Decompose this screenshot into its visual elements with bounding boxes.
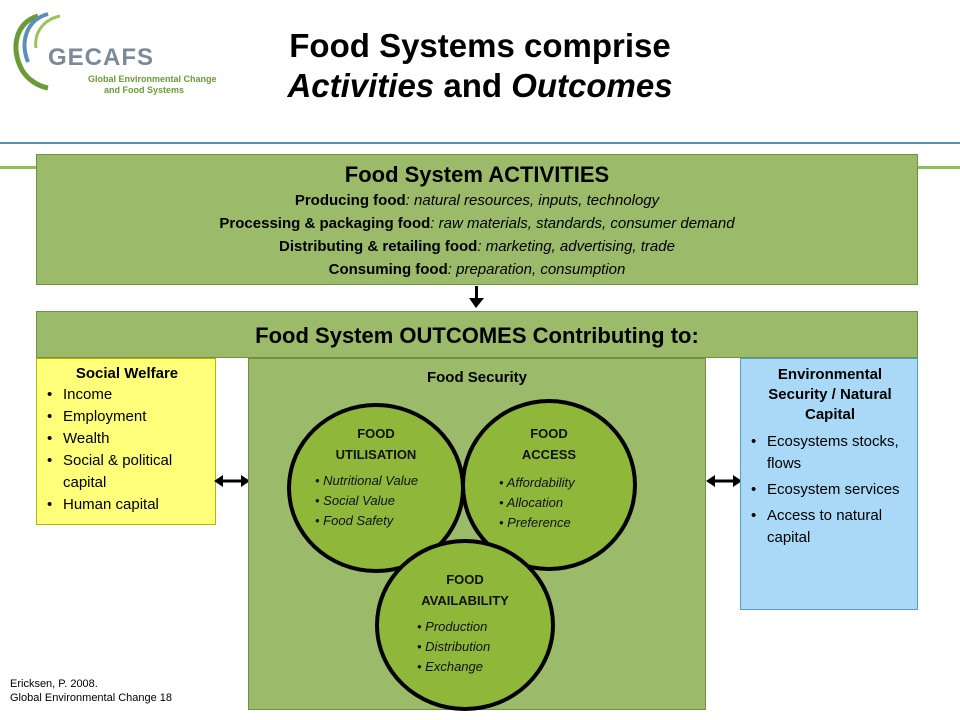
activity-line: Producing food: natural resources, input… bbox=[37, 189, 917, 212]
list-item: • Allocation bbox=[499, 495, 564, 510]
food-access-circle: FOOD ACCESS • Affordability • Allocation… bbox=[461, 399, 637, 571]
list-item: Ecosystems stocks, flows bbox=[749, 431, 911, 475]
food-security-box: Food Security FOOD UTILISATION • Nutriti… bbox=[248, 358, 706, 711]
environmental-title: Environmental Security / Natural Capital bbox=[768, 366, 892, 423]
food-availability-circle: FOOD AVAILABILITY • Production • Distrib… bbox=[375, 539, 555, 711]
list-item: • Exchange bbox=[417, 659, 483, 674]
outcomes-header: Food System OUTCOMES Contributing to: bbox=[36, 311, 918, 358]
logo-subtitle-1: Global Environmental Change bbox=[88, 74, 217, 84]
list-item: • Nutritional Value bbox=[315, 473, 419, 488]
title-and: and bbox=[434, 67, 512, 104]
down-arrow-icon bbox=[469, 298, 484, 308]
logo-swirl-icon bbox=[13, 12, 61, 91]
double-arrow-left-icon bbox=[214, 475, 250, 487]
list-item: • Preference bbox=[499, 515, 571, 530]
access-title-1: FOOD bbox=[530, 426, 568, 441]
down-arrow-shaft bbox=[475, 286, 478, 300]
title-line-2: Activities and Outcomes bbox=[230, 66, 730, 106]
list-item: Social & political capital bbox=[45, 450, 209, 494]
activity-name: Processing & packaging food bbox=[219, 215, 431, 232]
activity-line: Processing & packaging food: raw materia… bbox=[37, 212, 917, 235]
activities-box: Food System ACTIVITIES Producing food: n… bbox=[36, 154, 918, 285]
title-outcomes: Outcomes bbox=[511, 67, 673, 104]
utilisation-title: FOOD UTILISATION bbox=[291, 423, 461, 465]
logo-subtitle-2: and Food Systems bbox=[104, 85, 185, 95]
food-security-title: Food Security bbox=[426, 369, 527, 386]
social-welfare-title: Social Welfare bbox=[75, 365, 179, 382]
activity-detail: : marketing, advertising, trade bbox=[477, 238, 675, 255]
utilisation-list: • Nutritional Value • Social Value • Foo… bbox=[315, 471, 418, 531]
activity-name: Consuming food bbox=[328, 261, 448, 278]
list-item: • Social Value bbox=[315, 493, 395, 508]
list-item: • Distribution bbox=[417, 639, 491, 654]
activity-detail: : preparation, consumption bbox=[447, 261, 626, 278]
availability-title-1: FOOD bbox=[446, 572, 484, 587]
availability-title: FOOD AVAILABILITY bbox=[379, 569, 551, 611]
utilisation-title-2: UTILISATION bbox=[335, 447, 417, 462]
activity-name: Distributing & retailing food bbox=[279, 238, 478, 255]
social-welfare-box: Social Welfare Income Employment Wealth … bbox=[36, 358, 216, 525]
activity-detail: : natural resources, inputs, technology bbox=[405, 192, 660, 209]
outcomes-title: Food System OUTCOMES Contributing to: bbox=[255, 323, 699, 348]
access-list: • Affordability • Allocation • Preferenc… bbox=[499, 473, 575, 533]
activities-title: Food System ACTIVITIES bbox=[344, 162, 610, 187]
citation: Ericksen, P. 2008. Global Environmental … bbox=[10, 677, 172, 705]
environmental-list: Ecosystems stocks, flows Ecosystem servi… bbox=[749, 431, 911, 549]
page-title: Food Systems comprise Activities and Out… bbox=[230, 26, 730, 106]
environmental-box: Environmental Security / Natural Capital… bbox=[740, 358, 918, 610]
social-welfare-list: Income Employment Wealth Social & politi… bbox=[45, 384, 209, 516]
availability-list: • Production • Distribution • Exchange bbox=[417, 617, 490, 677]
list-item: Wealth bbox=[45, 428, 209, 450]
list-item: • Food Safety bbox=[315, 513, 394, 528]
activity-line: Distributing & retailing food: marketing… bbox=[37, 235, 917, 258]
list-item: Human capital bbox=[45, 494, 209, 516]
list-item: Employment bbox=[45, 406, 209, 428]
citation-line-1: Ericksen, P. 2008. bbox=[10, 678, 98, 690]
activity-line: Consuming food: preparation, consumption bbox=[37, 258, 917, 281]
availability-title-2: AVAILABILITY bbox=[421, 593, 509, 608]
list-item: • Production bbox=[417, 619, 488, 634]
activity-detail: : raw materials, standards, consumer dem… bbox=[430, 215, 735, 232]
access-title-2: ACCESS bbox=[521, 447, 577, 462]
double-arrow-right-icon bbox=[706, 475, 742, 487]
list-item: Access to natural capital bbox=[749, 505, 911, 549]
logo-name: GECAFS bbox=[48, 44, 155, 71]
activity-name: Producing food bbox=[294, 192, 406, 209]
list-item: Ecosystem services bbox=[749, 479, 911, 501]
utilisation-title-1: FOOD bbox=[357, 426, 395, 441]
citation-line-2: Global Environmental Change 18 bbox=[10, 692, 173, 704]
title-line-1: Food Systems comprise bbox=[289, 27, 671, 64]
title-activities: Activities bbox=[287, 67, 435, 104]
list-item: Income bbox=[45, 384, 209, 406]
gecafs-logo: GECAFS Global Environmental Change and F… bbox=[8, 8, 217, 98]
header-divider-blue bbox=[0, 142, 960, 144]
access-title: FOOD ACCESS bbox=[465, 423, 633, 465]
list-item: • Affordability bbox=[499, 475, 575, 490]
